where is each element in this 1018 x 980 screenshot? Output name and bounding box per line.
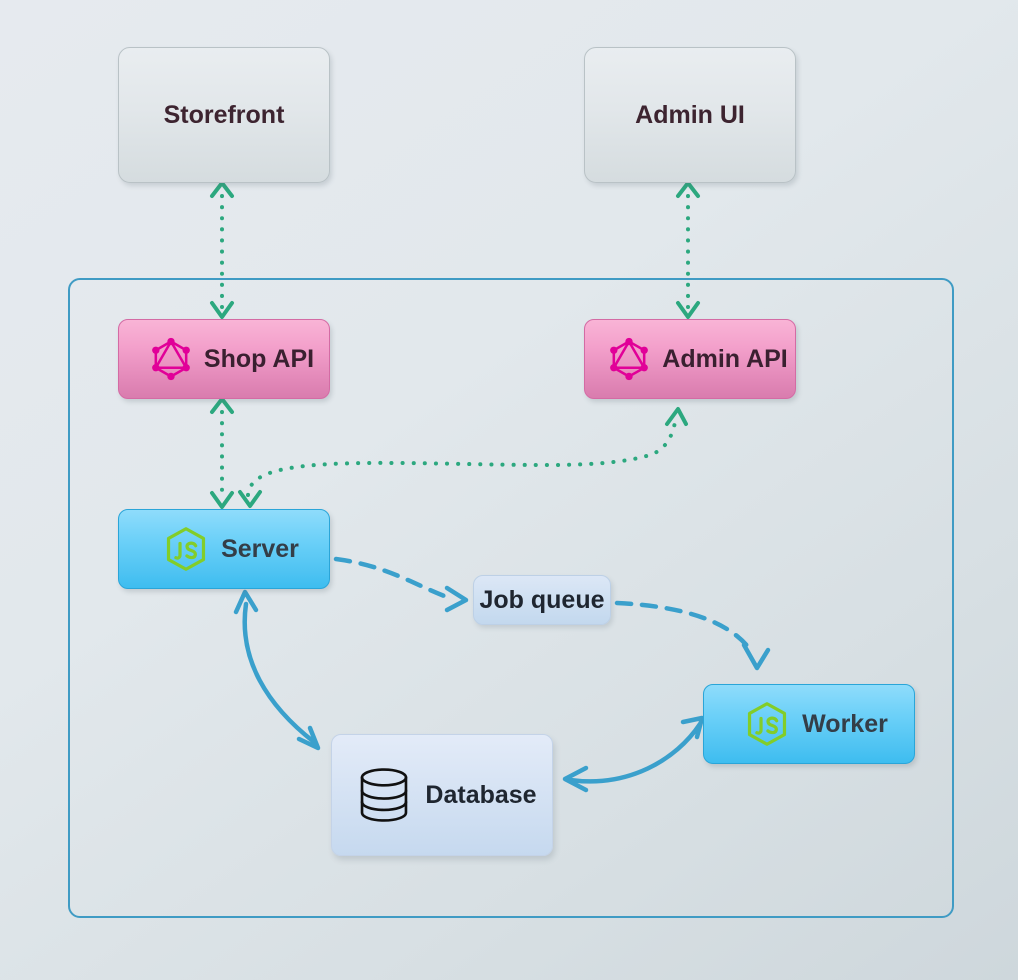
- nodejs-icon: [163, 526, 209, 572]
- node-admin-api-label: Admin API: [662, 344, 788, 373]
- node-server[interactable]: Server: [118, 509, 330, 589]
- node-admin-ui[interactable]: Admin UI: [584, 47, 796, 183]
- graphql-icon: [148, 336, 194, 382]
- node-storefront[interactable]: Storefront: [118, 47, 330, 183]
- graphql-icon: [606, 336, 652, 382]
- node-admin-api[interactable]: Admin API: [584, 319, 796, 399]
- arrowhead-up-icon: [676, 181, 700, 198]
- arrowhead-up-icon: [210, 181, 234, 198]
- node-job-queue-label: Job queue: [479, 585, 605, 614]
- node-worker[interactable]: Worker: [703, 684, 915, 764]
- database-cylinder-icon: [357, 766, 411, 824]
- nodejs-icon: [744, 701, 790, 747]
- server-group-container: [68, 278, 954, 918]
- node-database[interactable]: Database: [331, 734, 553, 856]
- node-database-label: Database: [425, 780, 537, 809]
- node-worker-label: Worker: [802, 709, 888, 738]
- node-server-label: Server: [221, 534, 299, 563]
- node-shop-api-label: Shop API: [203, 344, 315, 373]
- node-storefront-label: Storefront: [163, 100, 285, 129]
- node-shop-api[interactable]: Shop API: [118, 319, 330, 399]
- node-admin-ui-label: Admin UI: [635, 100, 745, 129]
- node-job-queue[interactable]: Job queue: [473, 575, 611, 625]
